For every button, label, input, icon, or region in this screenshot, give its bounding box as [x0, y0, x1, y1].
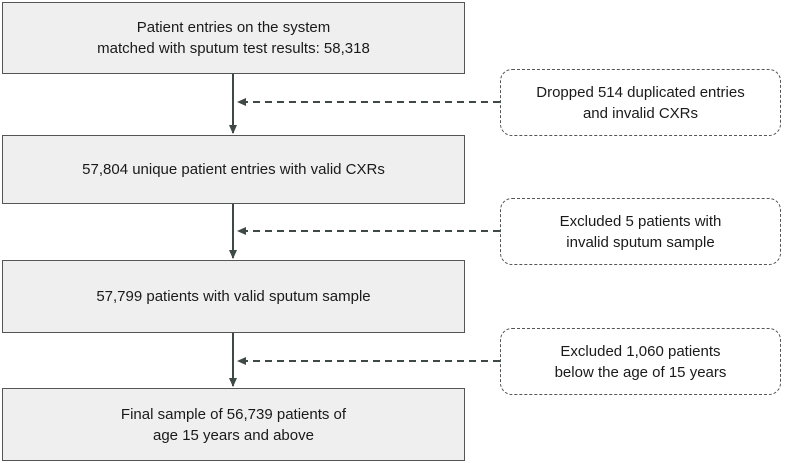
- step-text-unique-entries: 57,804 unique patient entries with valid…: [82, 161, 385, 178]
- exclusion-text-under-age: Excluded 1,060 patients below the age of…: [554, 342, 727, 381]
- exclusion-text-duplicates: Dropped 514 duplicated entries and inval…: [536, 83, 745, 122]
- exclusion-box-invalid-sputum: Excluded 5 patients with invalid sputum …: [500, 198, 781, 265]
- step-box-initial-entries: Patient entries on the system matched wi…: [2, 2, 465, 74]
- step-box-unique-entries: 57,804 unique patient entries with valid…: [2, 135, 465, 204]
- step-text-valid-sputum: 57,799 patients with valid sputum sample: [96, 288, 371, 305]
- step-box-final-sample: Final sample of 56,739 patients of age 1…: [2, 388, 465, 461]
- step-text-initial-entries: Patient entries on the system matched wi…: [97, 19, 370, 57]
- exclusion-text-invalid-sputum: Excluded 5 patients with invalid sputum …: [559, 212, 722, 251]
- exclusion-box-under-age: Excluded 1,060 patients below the age of…: [500, 328, 781, 395]
- step-box-valid-sputum: 57,799 patients with valid sputum sample: [2, 260, 465, 333]
- exclusion-box-duplicates: Dropped 514 duplicated entries and inval…: [500, 69, 781, 136]
- step-text-final-sample: Final sample of 56,739 patients of age 1…: [120, 405, 347, 444]
